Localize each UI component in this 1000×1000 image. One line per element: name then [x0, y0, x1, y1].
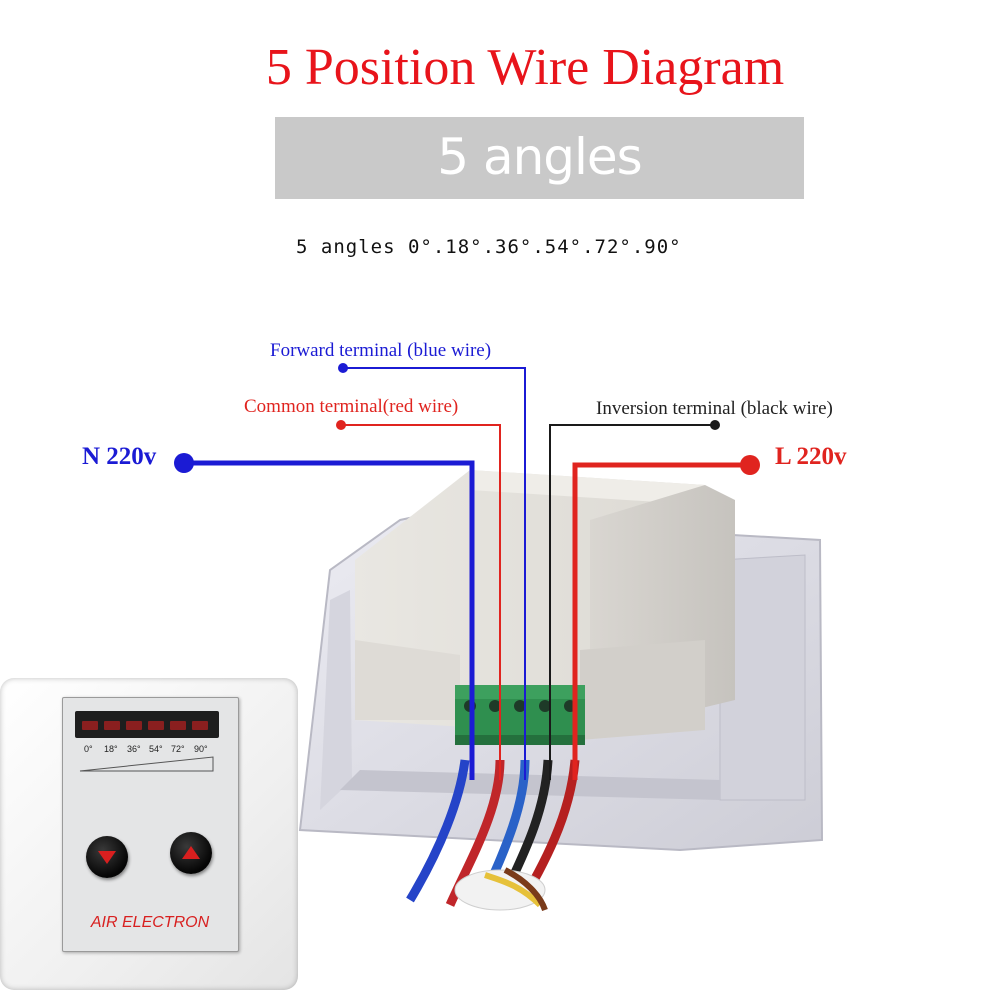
neutral-label: N 220v [82, 443, 157, 470]
live-label: L 220v [775, 443, 847, 470]
level-ramp [79, 756, 214, 772]
angles-description: 5 angles 0°.18°.36°.54°.72°.90° [296, 236, 682, 258]
inversion-wire [549, 420, 720, 780]
wire-bundle [406, 759, 580, 912]
led-72 [170, 721, 186, 730]
degree-label: 0° [84, 744, 93, 754]
led-0 [82, 721, 98, 730]
live-wire [572, 455, 760, 780]
page-title: 5 Position Wire Diagram [265, 39, 785, 96]
led-54 [148, 721, 164, 730]
control-module [355, 470, 735, 740]
forward-wire [338, 363, 526, 780]
led-18 [104, 721, 120, 730]
brand-label: AIR ELECTRON [90, 914, 210, 931]
down-button[interactable] [86, 836, 128, 878]
triangle-up-icon [182, 846, 200, 859]
angles-banner: 5 angles [275, 117, 804, 199]
led-90 [192, 721, 208, 730]
up-button[interactable] [170, 832, 212, 874]
triangle-down-icon [98, 851, 116, 864]
terminal-block [455, 685, 585, 745]
led-36 [126, 721, 142, 730]
inversion-terminal-label: Inversion terminal (black wire) [596, 398, 833, 419]
degree-label: 90° [194, 744, 208, 754]
degree-label: 54° [149, 744, 163, 754]
common-wire [336, 420, 501, 780]
degree-label: 36° [127, 744, 141, 754]
switch-panel-face [62, 697, 239, 952]
common-terminal-label: Common terminal(red wire) [244, 396, 459, 417]
banner-text: 5 angles [437, 128, 642, 186]
forward-terminal-label: Forward terminal (blue wire) [270, 340, 492, 361]
neutral-wire [174, 453, 475, 780]
degree-label: 18° [104, 744, 118, 754]
degree-label: 72° [171, 744, 185, 754]
